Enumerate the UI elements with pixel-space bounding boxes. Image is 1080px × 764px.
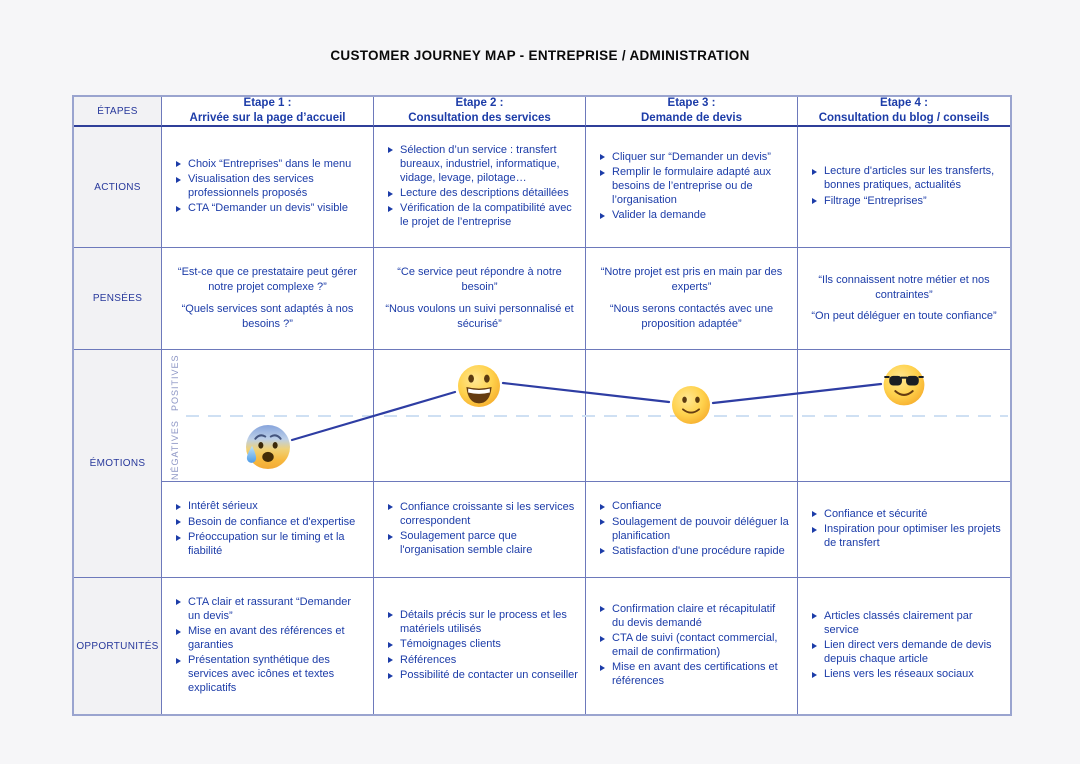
list-item: Filtrage “Entreprises”: [811, 195, 1003, 209]
stage-3-number: Étape 3 :: [667, 97, 716, 110]
row-label-etapes: ÉTAPES: [74, 97, 162, 127]
list-item: Confirmation claire et récapitulatif du …: [599, 603, 790, 631]
stage-header-3: Étape 3 : Demande de devis: [586, 97, 798, 127]
stage-4-number: Étape 4 :: [880, 97, 928, 110]
list-item: Liens vers les réseaux sociaux: [811, 668, 1003, 682]
list-item: “Ils connaissent notre métier et nos con…: [818, 273, 990, 301]
page-title: CUSTOMER JOURNEY MAP - ENTREPRISE / ADMI…: [330, 48, 750, 63]
list-item: Besoin de confiance et d'expertise: [175, 516, 366, 530]
list-item: Choix “Entreprises” dans le menu: [175, 158, 366, 172]
list-item: Lecture d'articles sur les transferts, b…: [811, 165, 1003, 193]
thoughts-list-stage-3: “Notre projet est pris en main par des e…: [596, 258, 787, 338]
row-label-actions: ACTIONS: [74, 127, 162, 248]
actions-cell-stage-2: Sélection d’un service : transfert burea…: [374, 127, 586, 248]
list-item: “Nous serons contactés avec une proposit…: [609, 303, 774, 330]
stage-4-title: Consultation du blog / conseils: [818, 112, 990, 124]
list-item: “Quels services sont adaptés à nos besoi…: [181, 303, 354, 330]
list-item: Préoccupation sur le timing et la fiabil…: [175, 531, 366, 559]
list-item: Mise en avant des certifications et réfé…: [599, 661, 790, 689]
actions-list-stage-2: Sélection d’un service : transfert burea…: [387, 142, 578, 232]
row-label-opportunites: OPPORTUNITÉS: [74, 578, 162, 714]
list-item: Sélection d’un service : transfert burea…: [387, 144, 578, 186]
list-item: Confiance: [599, 500, 790, 514]
emotion-graph-cell-stage-2: [374, 350, 586, 482]
stage-2-number: Étape 2 :: [455, 97, 504, 110]
thoughts-cell-stage-3: “Notre projet est pris en main par des e…: [586, 248, 798, 350]
row-label-pensees: PENSÉES: [74, 248, 162, 350]
list-item: Lien direct vers demande de devis depuis…: [811, 639, 1003, 667]
feelings-cell-stage-2: Confiance croissante si les services cor…: [374, 482, 586, 578]
list-item: Témoignages clients: [387, 638, 578, 652]
opportunities-cell-stage-3: Confirmation claire et récapitulatif du …: [586, 578, 798, 714]
list-item: CTA clair et rassurant “Demander un devi…: [175, 596, 366, 624]
list-item: Remplir le formulaire adapté aux besoins…: [599, 166, 790, 208]
actions-list-stage-3: Cliquer sur “Demander un devis”Remplir l…: [599, 149, 790, 225]
list-item: Présentation synthétique des services av…: [175, 654, 366, 696]
list-item: Vérification de la compatibilité avec le…: [387, 202, 578, 230]
journey-table: ÉTAPES Étape 1 : Arrivée sur la page d’a…: [72, 95, 1012, 716]
opportunities-list-stage-2: Détails précis sur le process et les mat…: [387, 607, 578, 684]
thoughts-cell-stage-4: “Ils connaissent notre métier et nos con…: [798, 248, 1010, 350]
stage-3-title: Demande de devis: [641, 112, 742, 124]
stage-header-4: Étape 4 : Consultation du blog / conseil…: [798, 97, 1010, 127]
list-item: Références: [387, 654, 578, 668]
stage-header-2: Étape 2 : Consultation des services: [374, 97, 586, 127]
actions-cell-stage-4: Lecture d'articles sur les transferts, b…: [798, 127, 1010, 248]
actions-cell-stage-3: Cliquer sur “Demander un devis”Remplir l…: [586, 127, 798, 248]
list-item: Confiance et sécurité: [811, 508, 1003, 522]
stage-2-title: Consultation des services: [408, 112, 551, 124]
list-item: CTA “Demander un devis” visible: [175, 202, 366, 216]
list-item: “Est-ce que ce prestataire peut gérer no…: [177, 266, 358, 294]
list-item: Possibilité de contacter un conseiller: [387, 669, 578, 683]
thoughts-list-stage-1: “Est-ce que ce prestataire peut gérer no…: [172, 258, 363, 338]
row-label-emotions: ÉMOTIONS: [74, 350, 162, 578]
thoughts-list-stage-4: “Ils connaissent notre métier et nos con…: [808, 266, 1000, 332]
opportunities-list-stage-1: CTA clair et rassurant “Demander un devi…: [175, 594, 366, 698]
list-item: Valider la demande: [599, 209, 790, 223]
list-item: Satisfaction d'une procédure rapide: [599, 545, 790, 559]
stage-1-number: Étape 1 :: [243, 97, 292, 110]
list-item: Lecture des descriptions détaillées: [387, 187, 578, 201]
list-item: Soulagement parce que l'organisation sem…: [387, 530, 578, 558]
list-item: Mise en avant des références et garantie…: [175, 625, 366, 653]
actions-list-stage-4: Lecture d'articles sur les transferts, b…: [811, 164, 1003, 210]
list-item: “Nous voulons un suivi personnalisé et s…: [385, 303, 574, 330]
thoughts-cell-stage-2: “Ce service peut répondre à notre besoin…: [374, 248, 586, 350]
emotion-graph-cell-stage-3: [586, 350, 798, 482]
opportunities-list-stage-3: Confirmation claire et récapitulatif du …: [599, 601, 790, 691]
stage-header-1: Étape 1 : Arrivée sur la page d’accueil: [162, 97, 374, 127]
list-item: CTA de suivi (contact commercial, email …: [599, 632, 790, 660]
list-item: Cliquer sur “Demander un devis”: [599, 151, 790, 165]
stage-1-title: Arrivée sur la page d’accueil: [189, 112, 346, 124]
list-item: Articles classés clairement par service: [811, 610, 1003, 638]
list-item: Intérêt sérieux: [175, 500, 366, 514]
list-item: Détails précis sur le process et les mat…: [387, 609, 578, 637]
emotion-graph-cell-stage-1: [162, 350, 374, 482]
opportunities-cell-stage-1: CTA clair et rassurant “Demander un devi…: [162, 578, 374, 714]
list-item: Confiance croissante si les services cor…: [387, 501, 578, 529]
thoughts-list-stage-2: “Ce service peut répondre à notre besoin…: [384, 258, 575, 338]
list-item: “Notre projet est pris en main par des e…: [600, 266, 783, 294]
thoughts-cell-stage-1: “Est-ce que ce prestataire peut gérer no…: [162, 248, 374, 350]
feelings-list-stage-2: Confiance croissante si les services cor…: [387, 499, 578, 559]
list-item: “On peut déléguer en toute confiance”: [811, 310, 997, 323]
list-item: Visualisation des services professionnel…: [175, 173, 366, 201]
list-item: Inspiration pour optimiser les projets d…: [811, 523, 1003, 551]
list-item: “Ce service peut répondre à notre besoin…: [397, 266, 562, 294]
list-item: Soulagement de pouvoir déléguer la plani…: [599, 516, 790, 544]
opportunities-cell-stage-2: Détails précis sur le process et les mat…: [374, 578, 586, 714]
emotion-graph-cell-stage-4: [798, 350, 1010, 482]
